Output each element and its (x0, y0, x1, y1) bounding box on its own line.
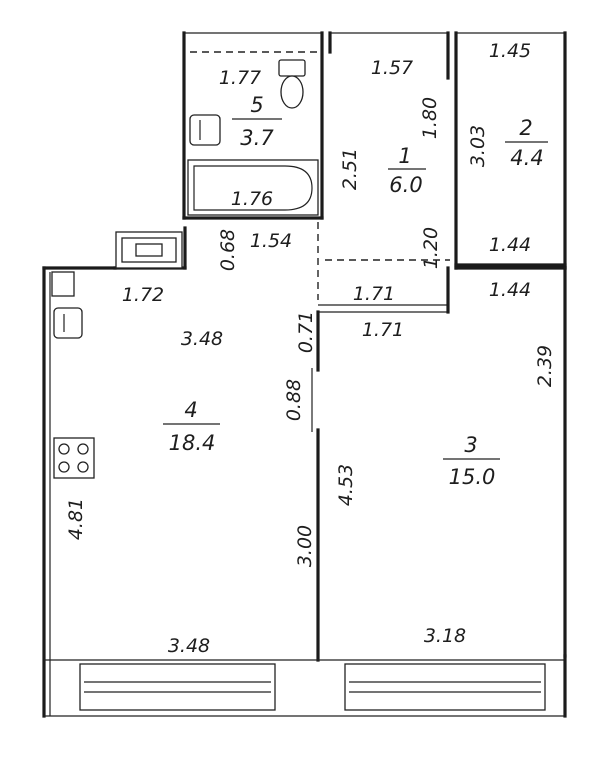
dimension-label: 2.39 (534, 345, 556, 387)
dimension-label: 1.44 (489, 279, 531, 301)
toilet-icon (278, 59, 306, 109)
dimension-label: 3.48 (168, 635, 210, 657)
dimension-label: 1.77 (219, 67, 261, 89)
dimension-label: 3.48 (181, 328, 223, 350)
dimension-label: 3.18 (424, 625, 466, 647)
bathtub-icon (187, 159, 319, 216)
dimension-label: 1.71 (362, 319, 404, 341)
dimension-label: 1.54 (250, 230, 292, 252)
room-area: 6.0 (389, 173, 422, 197)
room-number: 2 (519, 116, 532, 140)
sink-icon (189, 114, 221, 146)
dimension-label: 0.88 (283, 379, 305, 421)
room-3-label: 3 15.0 (443, 433, 500, 489)
dimension-label: 3.03 (467, 125, 489, 167)
dimension-label: 1.57 (371, 57, 413, 79)
dimension-label: 1.80 (419, 97, 441, 139)
room-number: 4 (184, 398, 197, 422)
dimension-label: 1.45 (489, 40, 531, 62)
room-number: 1 (398, 144, 411, 168)
dimension-label: 1.76 (231, 188, 273, 210)
window-icon (79, 663, 546, 711)
stove-icon (53, 437, 95, 479)
room-area: 4.4 (510, 146, 543, 170)
dimension-label: 4.81 (65, 498, 87, 540)
room-2-label: 2 4.4 (505, 116, 548, 170)
dimension-label: 1.44 (489, 234, 531, 256)
dimension-label: 1.20 (420, 227, 442, 269)
dimension-label: 1.72 (122, 284, 164, 306)
dimension-label: 3.00 (294, 525, 316, 567)
dimension-label: 4.53 (335, 464, 357, 506)
room-area: 3.7 (240, 126, 274, 150)
balcony-icon (115, 231, 183, 269)
dimension-label: 2.51 (339, 148, 361, 190)
dimension-labels: 1.77 1.57 1.45 1.80 3.03 2.51 1.76 0.68 … (65, 40, 556, 657)
room-5-label: 5 3.7 (232, 93, 282, 150)
room-area: 18.4 (169, 431, 216, 455)
room-number: 5 (250, 93, 263, 117)
room-1-label: 1 6.0 (388, 144, 426, 197)
dimension-label: 1.71 (353, 283, 395, 305)
dimension-label: 0.68 (217, 229, 239, 271)
dimension-label: 0.71 (295, 311, 317, 353)
kitchen-sink-icon (51, 271, 83, 339)
room-4-label: 4 18.4 (163, 398, 220, 455)
room-area: 15.0 (449, 465, 496, 489)
room-number: 3 (464, 433, 477, 457)
